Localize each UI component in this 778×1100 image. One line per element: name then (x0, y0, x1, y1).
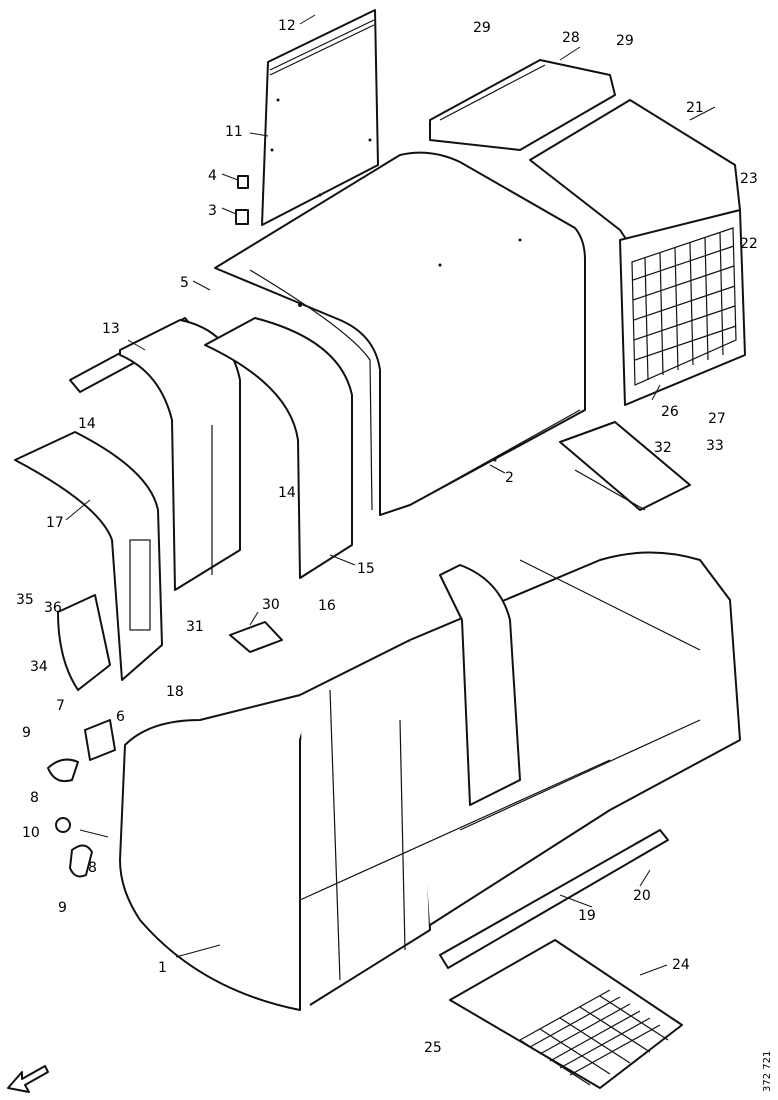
part-19-rail (439, 829, 669, 969)
grate-hatch (519, 989, 669, 1086)
callout-31: 31 (186, 619, 204, 635)
callout-13: 13 (102, 321, 120, 337)
part-32-tray (559, 421, 691, 511)
callout-25: 25 (424, 1040, 442, 1056)
left-hardware (47, 719, 116, 878)
callout-9a: 9 (22, 725, 31, 741)
callout-16: 16 (318, 598, 336, 614)
callout-10: 10 (22, 825, 40, 841)
part-28-cover (429, 59, 616, 151)
callout-1: 1 (158, 960, 167, 976)
callout-21: 21 (686, 100, 704, 116)
part-24-grate-panel (449, 939, 683, 1089)
part-34-cover (57, 594, 111, 691)
callout-36: 36 (44, 600, 62, 616)
callout-34: 34 (30, 659, 48, 675)
callout-7: 7 (56, 698, 65, 714)
callout-29a: 29 (473, 20, 491, 36)
callout-8a: 8 (30, 790, 39, 806)
callout-15: 15 (357, 561, 375, 577)
callout-33: 33 (706, 438, 724, 454)
callout-17: 17 (46, 515, 64, 531)
callout-27: 27 (708, 411, 726, 427)
callout-14b: 14 (278, 485, 296, 501)
callout-26: 26 (661, 404, 679, 420)
callout-20: 20 (633, 888, 651, 904)
callout-30: 30 (262, 597, 280, 613)
part-2-main-hood (214, 151, 586, 516)
leader-lines (65, 14, 716, 976)
callout-labels: 1 2 3 4 5 6 7 8 8 9 9 10 11 12 13 14 14 … (16, 18, 758, 1056)
document-id: 372 721 (762, 1051, 773, 1092)
callout-2: 2 (505, 470, 514, 486)
callout-8b: 8 (88, 860, 97, 876)
arrow-down-left-icon (7, 1065, 49, 1093)
callout-3: 3 (208, 203, 217, 219)
part-17-side-plate (14, 431, 163, 681)
callout-6: 6 (116, 709, 125, 725)
callout-4: 4 (208, 168, 217, 184)
part-15-panel (204, 317, 353, 579)
callout-5: 5 (180, 275, 189, 291)
part-11-plate (261, 9, 379, 226)
callout-18: 18 (166, 684, 184, 700)
callout-9b: 9 (58, 900, 67, 916)
callout-14a: 14 (78, 416, 96, 432)
part-30-plate (229, 621, 283, 653)
callout-23: 23 (740, 171, 758, 187)
callout-32: 32 (654, 440, 672, 456)
part-13-side-panel (69, 317, 241, 591)
callout-24: 24 (672, 957, 690, 973)
callout-35: 35 (16, 592, 34, 608)
callout-11: 11 (225, 124, 243, 140)
part-3-4-bolt (235, 175, 249, 225)
part-1-frame (119, 551, 741, 1011)
part-26-grille (631, 227, 737, 386)
callout-19: 19 (578, 908, 596, 924)
callout-29b: 29 (616, 33, 634, 49)
callout-22: 22 (740, 236, 758, 252)
callout-28: 28 (562, 30, 580, 46)
part-21-rear-hood (529, 99, 746, 406)
callout-12: 12 (278, 18, 296, 34)
